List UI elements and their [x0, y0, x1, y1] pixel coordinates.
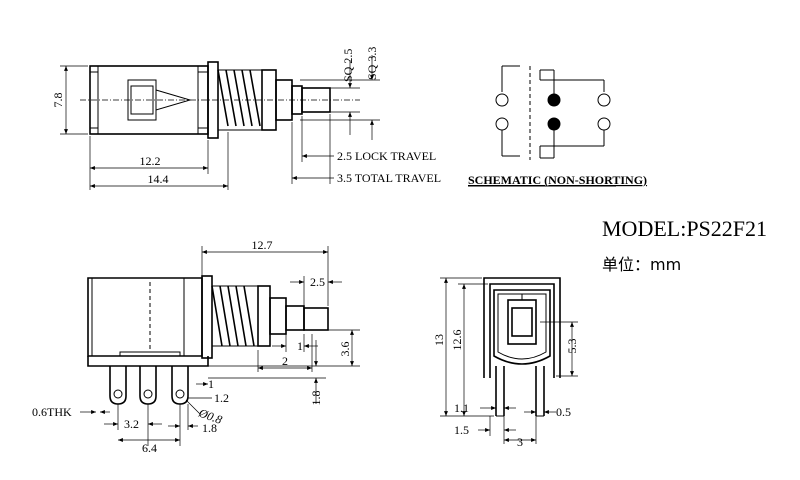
dim-0-5-label: 0.5 [556, 405, 571, 419]
schematic-common [547, 117, 561, 131]
dim-2-label: 2 [282, 354, 288, 368]
dim-12-6-label: 12.6 [450, 330, 464, 351]
dim-1-top-label: 1 [297, 339, 303, 353]
schematic-terminal [495, 117, 509, 131]
schematic-terminal [495, 93, 509, 107]
dim-3-label: 3 [517, 435, 523, 449]
dim-thk-label: 0.6THK [32, 405, 72, 419]
dim-sq-small-label: SQ 2.5 [341, 49, 355, 82]
schematic-label: SCHEMATIC (NON-SHORTING) [468, 173, 647, 187]
dim-height-label: 7.8 [51, 93, 65, 108]
total-travel-label: 3.5 TOTAL TRAVEL [337, 171, 441, 185]
dim-1-pin-label: 1 [208, 377, 214, 391]
dim-1-1-label: 1.1 [454, 401, 469, 415]
dim-5-3-label: 5.3 [565, 339, 579, 354]
dim-plunger-label: 2.5 [310, 275, 325, 289]
unit-label: 单位：mm [602, 255, 681, 274]
dim-1-5-label: 1.5 [454, 423, 469, 437]
dim-sq-large-label: SQ 3.3 [365, 47, 379, 80]
schematic-terminal [597, 93, 611, 107]
side-plunger [285, 305, 305, 331]
schematic-common [547, 93, 561, 107]
dim-1-2-label: 1.2 [214, 391, 229, 405]
schematic-terminal [597, 117, 611, 131]
schematic: SCHEMATIC (NON-SHORTING) [468, 65, 647, 187]
end-view: 13 12.6 5.3 1.1 0.5 1.5 3 [432, 277, 579, 449]
dim-1-8-label: 1.8 [309, 391, 323, 406]
side-spring [211, 285, 262, 347]
dim-1-8b-label: 1.8 [202, 421, 217, 435]
top-spring [217, 69, 262, 131]
side-view: 12.7 2.5 1 2 3.6 1.8 1 1.2 0 [32, 238, 360, 455]
dim-6-4-label: 6.4 [142, 441, 157, 455]
dim-3-2-label: 3.2 [124, 417, 139, 431]
lock-travel-label: 2.5 LOCK TRAVEL [337, 149, 436, 163]
top-view: 7.8 12.2 14.4 SQ 2.5 SQ 3.3 2.5 LOCK TRA… [51, 47, 441, 190]
dim-13-label: 13 [432, 334, 446, 346]
dim-overall-length-label: 14.4 [148, 172, 169, 186]
model-label: MODEL:PS22F21 [602, 216, 767, 241]
dim-body-length-label: 12.2 [140, 154, 161, 168]
dim-length-label: 12.7 [252, 238, 273, 252]
dim-3-6-label: 3.6 [338, 342, 352, 357]
